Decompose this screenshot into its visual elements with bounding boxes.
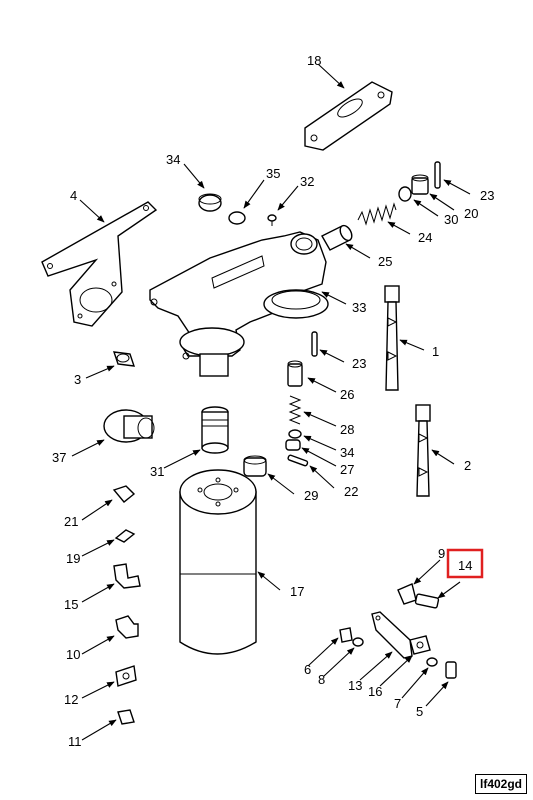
part-11-nut [117, 709, 135, 725]
part-30-o-ring [398, 186, 412, 202]
callout-2: 2 [464, 458, 471, 473]
part-13-bracket [371, 611, 413, 659]
callout-29: 29 [304, 488, 318, 503]
part-32-screw [267, 214, 277, 226]
part-21-fitting [112, 485, 136, 503]
part-14-connector [414, 593, 440, 609]
part-16-clamp [409, 635, 431, 655]
callout-13: 13 [348, 678, 362, 693]
part-37-sender [103, 409, 155, 443]
part-2-bolt [415, 404, 431, 497]
callout-1: 1 [432, 344, 439, 359]
part-24-spring [357, 202, 397, 226]
part-3-screw [112, 351, 136, 367]
part-27-valve [285, 439, 301, 451]
part-26-sleeve [287, 360, 303, 387]
part-28-spring [288, 395, 302, 425]
part-9-elbow [397, 583, 417, 605]
callout-23-mid: 23 [352, 356, 366, 371]
callout-6: 6 [304, 662, 311, 677]
part-10-fitting [115, 615, 139, 639]
callout-14: 14 [458, 558, 472, 573]
callout-28: 28 [340, 422, 354, 437]
part-17-filter [179, 469, 257, 655]
callout-36: 35 [266, 166, 280, 181]
part-23-pin-top [434, 161, 441, 189]
part-25-piston [321, 224, 353, 251]
callout-30: 30 [444, 212, 458, 227]
callout-33: 33 [352, 300, 366, 315]
callout-15: 15 [64, 597, 78, 612]
part-1-bolt [384, 285, 400, 391]
callout-19: 19 [66, 551, 80, 566]
part-33-filter-head [149, 231, 329, 377]
callout-26: 26 [340, 387, 354, 402]
callout-11: 11 [68, 734, 82, 749]
part-8-washer [352, 637, 364, 647]
callout-27: 27 [340, 462, 354, 477]
part-29-cap [243, 455, 267, 477]
callout-32: 32 [300, 174, 314, 189]
callout-12: 12 [64, 692, 78, 707]
part-22-pin [287, 454, 309, 467]
callout-16: 16 [368, 684, 382, 699]
callout-3: 3 [74, 372, 81, 387]
part-7-washer [426, 657, 438, 667]
part-34-seal [288, 429, 302, 439]
part-15-fitting [113, 563, 141, 589]
leader-lines [71, 63, 471, 741]
callout-22: 22 [344, 484, 358, 499]
callout-34: 34 [340, 445, 354, 460]
part-5-screw [445, 661, 457, 679]
callout-labels: 18 4 34 35 32 23 20 30 24 25 33 1 23 3 2… [52, 53, 494, 749]
callout-7: 7 [394, 696, 401, 711]
part-6-nut [339, 627, 353, 643]
callout-5: 5 [416, 704, 423, 719]
part-20-plug [411, 174, 429, 195]
part-12-clamp [115, 665, 137, 687]
figure-id-label: lf402gd [474, 774, 527, 794]
callout-17: 17 [290, 584, 304, 599]
callout-8: 8 [318, 672, 325, 687]
callout-35: 34 [166, 152, 180, 167]
callout-31: 31 [150, 464, 164, 479]
callout-20: 20 [464, 206, 478, 221]
part-36-o-ring [228, 211, 246, 225]
part-18-bracket-plate [304, 81, 393, 151]
part-31-adapter [201, 406, 229, 454]
callout-37: 37 [52, 450, 66, 465]
callout-23-top: 23 [480, 188, 494, 203]
part-19-fitting [114, 529, 136, 543]
callout-24: 24 [418, 230, 432, 245]
callout-21: 21 [64, 514, 78, 529]
callout-18: 18 [307, 53, 321, 68]
callout-9: 9 [438, 546, 445, 561]
callout-14-highlight [446, 548, 484, 579]
part-35-plug [198, 193, 222, 212]
part-23-pin-mid [311, 331, 318, 357]
callout-10: 10 [66, 647, 80, 662]
part-4-gasket [41, 201, 158, 327]
callout-4: 4 [70, 188, 77, 203]
callout-25: 25 [378, 254, 392, 269]
